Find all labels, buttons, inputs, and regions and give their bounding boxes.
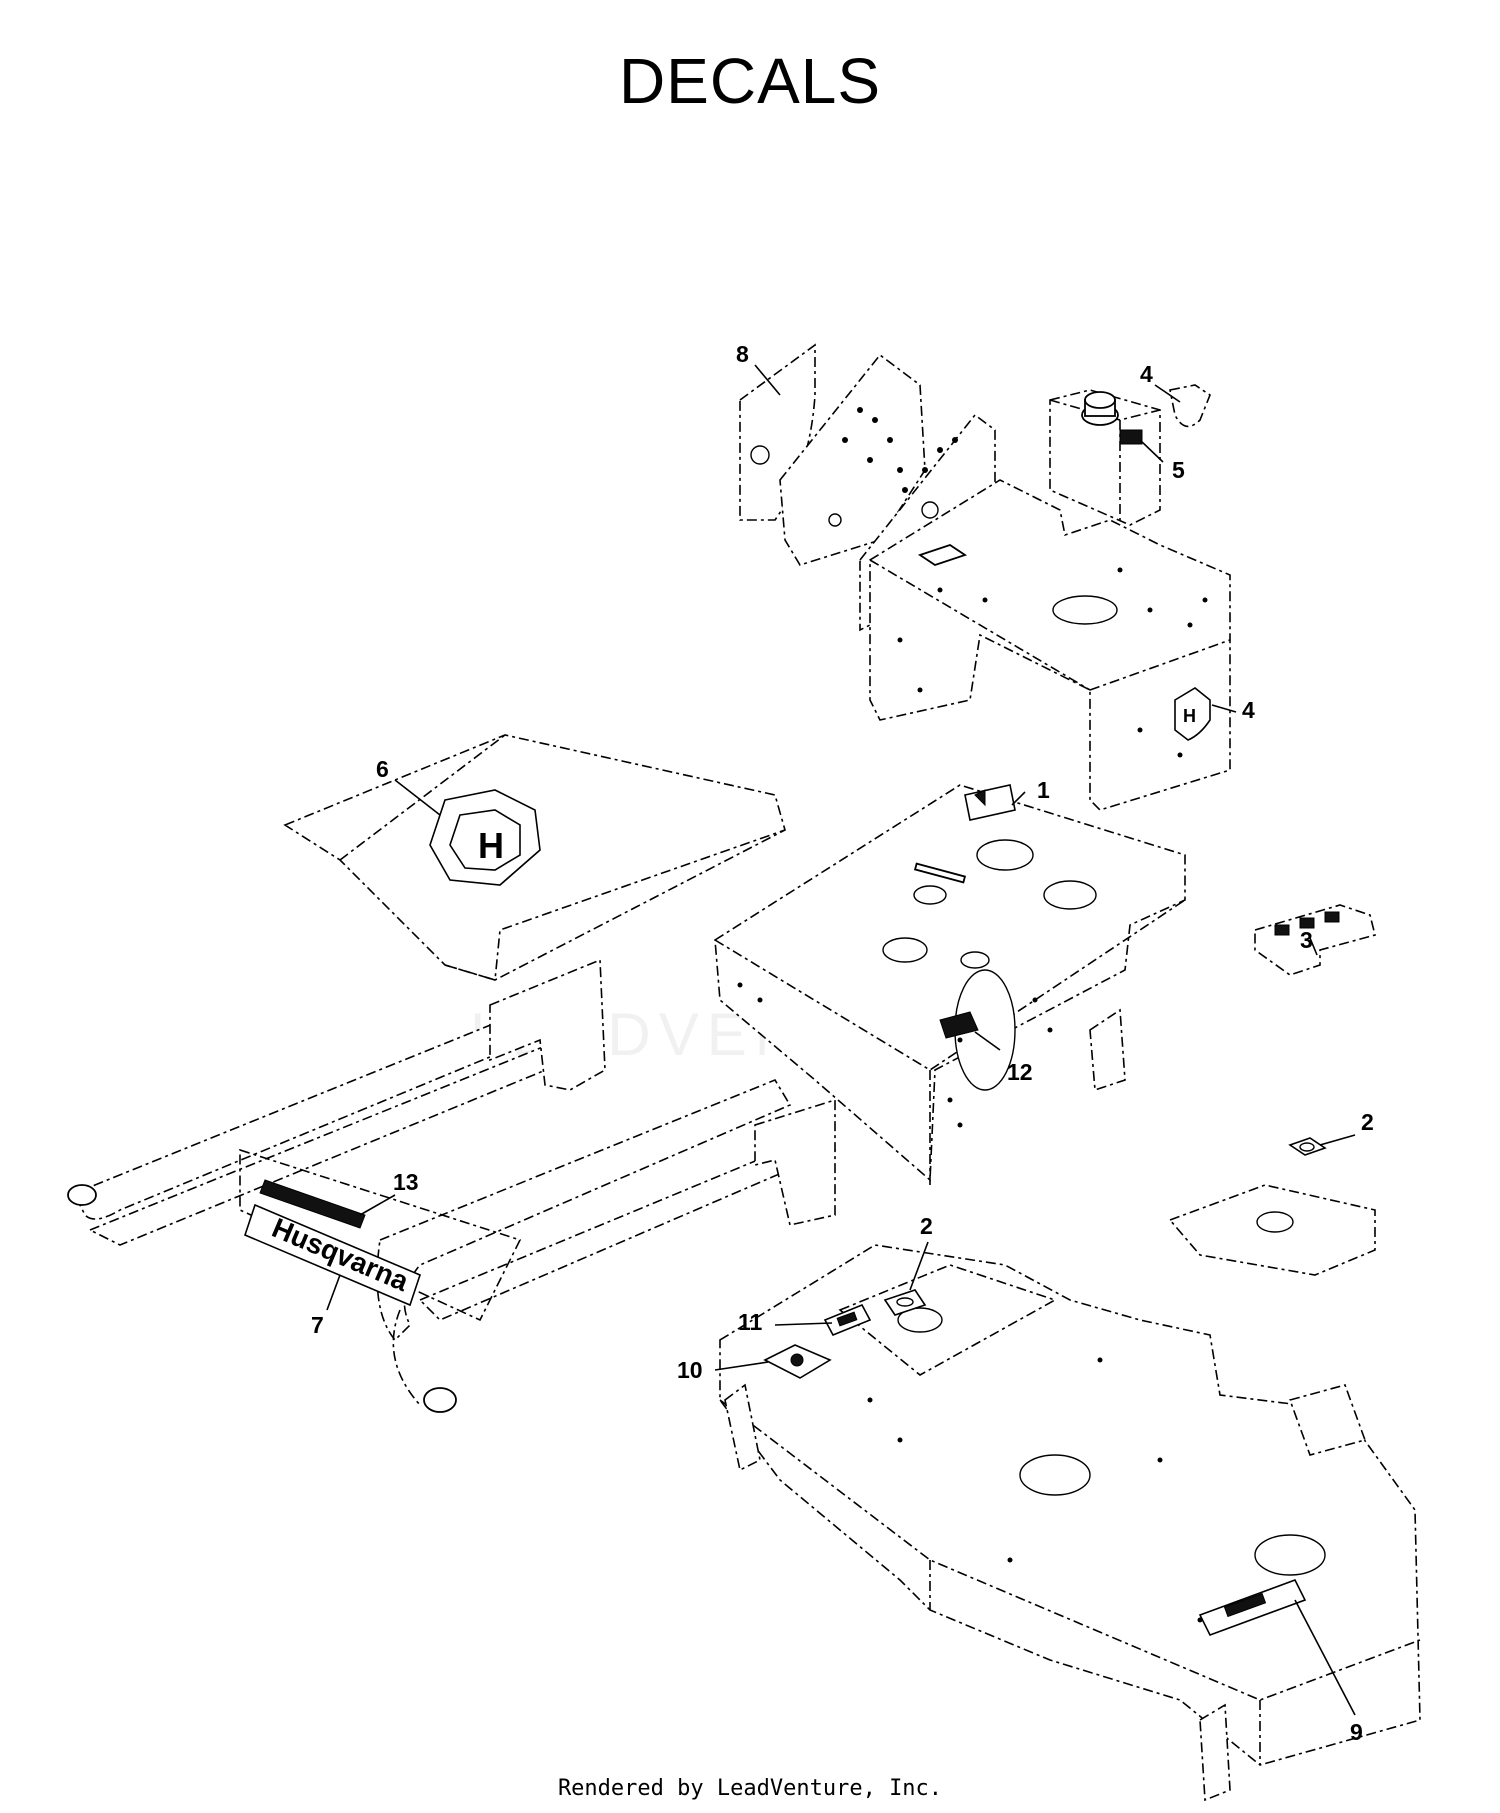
hood-panel bbox=[283, 734, 786, 982]
side-panel-left bbox=[779, 353, 926, 566]
svg-text:H: H bbox=[1183, 706, 1196, 726]
handle-frame bbox=[67, 958, 836, 1413]
chassis-box bbox=[714, 784, 1186, 1185]
leader-lines bbox=[326, 364, 1356, 1716]
svg-text:H: H bbox=[478, 825, 504, 866]
callout-2-right: 2 bbox=[1361, 1109, 1374, 1135]
part-13-decal bbox=[259, 1179, 366, 1229]
callout-1: 1 bbox=[1037, 777, 1050, 803]
part-2-decal-right bbox=[1288, 1137, 1327, 1156]
callout-5: 5 bbox=[1172, 457, 1185, 483]
callout-9: 9 bbox=[1350, 1719, 1363, 1745]
part-12-decal bbox=[939, 1011, 979, 1039]
part-2-decal-deck bbox=[883, 1289, 927, 1316]
callout-13: 13 bbox=[393, 1169, 419, 1195]
callout-12: 12 bbox=[1007, 1059, 1033, 1085]
part-1-decal bbox=[964, 784, 1016, 821]
part-5-decal bbox=[1119, 429, 1143, 445]
mower-deck bbox=[719, 1184, 1421, 1802]
part-11-decal bbox=[823, 1303, 872, 1337]
callout-11: 11 bbox=[738, 1309, 763, 1335]
part-4-decal-top bbox=[1169, 384, 1211, 428]
part-6-decal: H bbox=[429, 789, 541, 886]
callout-7: 7 bbox=[311, 1312, 324, 1338]
callout-4-top: 4 bbox=[1140, 361, 1153, 387]
callout-6: 6 bbox=[376, 756, 389, 782]
part-10-decal bbox=[763, 1344, 832, 1379]
footer-credit: Rendered by LeadVenture, Inc. bbox=[557, 1776, 943, 1801]
part-3-bracket-decal bbox=[1254, 904, 1376, 976]
callout-8: 8 bbox=[736, 341, 749, 367]
control-tower bbox=[869, 479, 1231, 811]
callout-10: 10 bbox=[677, 1357, 703, 1383]
part-9-decal bbox=[1198, 1579, 1307, 1636]
fuel-tank bbox=[1049, 389, 1161, 526]
callout-4-side: 4 bbox=[1242, 697, 1255, 723]
callout-labels: 1 2 2 3 4 4 5 6 7 8 9 10 11 12 13 bbox=[311, 341, 1374, 1745]
part-4-decal-side: H bbox=[1174, 687, 1211, 741]
page-title: DECALS bbox=[618, 45, 882, 117]
callout-3: 3 bbox=[1300, 927, 1313, 953]
callout-2-deck: 2 bbox=[920, 1213, 933, 1239]
